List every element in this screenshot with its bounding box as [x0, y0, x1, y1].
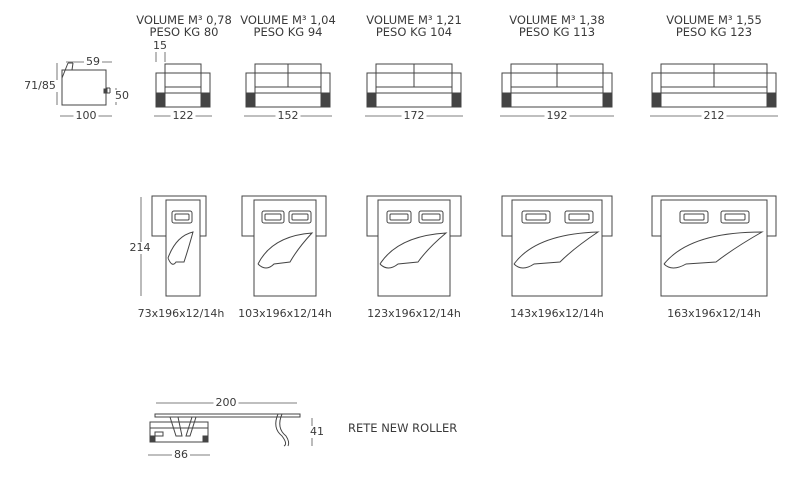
sofa-front-1: [155, 63, 211, 108]
bed-5: [651, 195, 777, 297]
mattress-2-size: 103x196x12/14h: [238, 307, 332, 320]
mattress-1-size: 73x196x12/14h: [137, 307, 225, 320]
sofa-1-volume: VOLUME M³ 0,78: [136, 13, 232, 27]
sofa-3-volume: VOLUME M³ 1,21: [366, 13, 462, 27]
arm-width-dimension: 15: [151, 39, 169, 52]
bed-3: [366, 195, 462, 297]
roller-mechanism: [149, 413, 301, 447]
sofa-3-weight: PESO KG 104: [375, 25, 453, 39]
mechanism-open-length: 200: [213, 396, 239, 409]
mattress-5-size: 163x196x12/14h: [667, 307, 761, 320]
sofa-2-volume: VOLUME M³ 1,04: [240, 13, 336, 27]
sofa-5-weight: PESO KG 123: [675, 25, 753, 39]
sofa-2-weight: PESO KG 94: [253, 25, 323, 39]
sofa-front-4: [501, 63, 613, 108]
sofa-front-5: [651, 63, 777, 108]
sofa-5-volume: VOLUME M³ 1,55: [666, 13, 762, 27]
seat-depth-dimension: 59: [84, 55, 102, 68]
sofa-side-view: [61, 62, 111, 106]
sofa-4-volume: VOLUME M³ 1,38: [509, 13, 605, 27]
seat-height-dimension: 50: [113, 89, 131, 102]
sofa-5-width: 212: [701, 109, 727, 122]
mechanism-height: 41: [308, 425, 326, 438]
sofa-front-2: [245, 63, 331, 108]
sofa-1-weight: PESO KG 80: [149, 25, 219, 39]
depth-dimension: 100: [73, 109, 99, 122]
sofa-front-3: [366, 63, 462, 108]
bed-2: [241, 195, 327, 297]
bed-1: [151, 195, 207, 297]
sofa-1-width: 122: [170, 109, 196, 122]
sofa-4-width: 192: [544, 109, 570, 122]
sofa-4-weight: PESO KG 113: [518, 25, 596, 39]
mechanism-closed-depth: 86: [172, 448, 190, 461]
bed-4: [501, 195, 613, 297]
bed-length-dimension: 214: [127, 241, 153, 254]
sofa-2-width: 152: [275, 109, 301, 122]
sofa-3-width: 172: [401, 109, 427, 122]
mechanism-name: RETE NEW ROLLER: [348, 421, 458, 435]
mattress-4-size: 143x196x12/14h: [510, 307, 604, 320]
mattress-3-size: 123x196x12/14h: [367, 307, 461, 320]
height-dimension: 71/85: [22, 79, 58, 92]
